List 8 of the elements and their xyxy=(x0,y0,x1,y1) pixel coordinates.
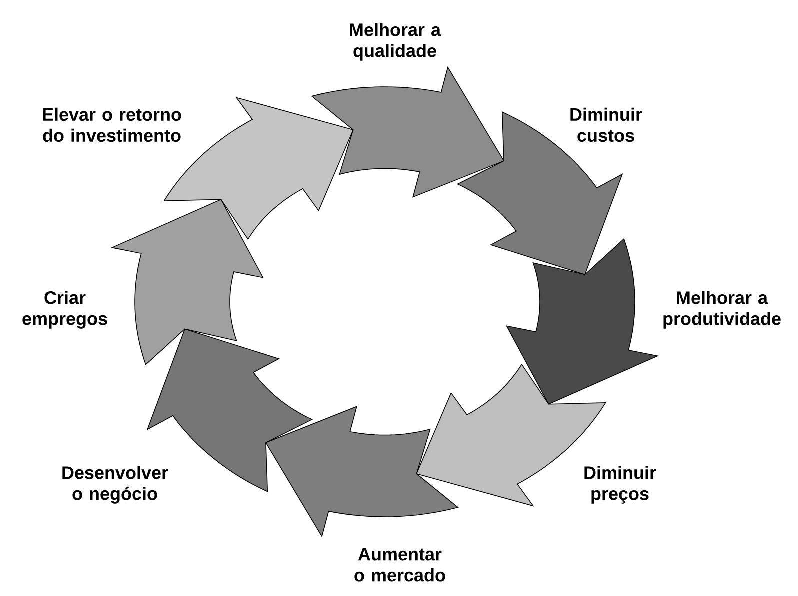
cycle-label: Criar empregos xyxy=(22,291,108,329)
cycle-label: Aumentar o mercado xyxy=(354,548,446,582)
cycle-label: Diminuir preços xyxy=(584,466,656,504)
cycle-label: Melhorar a qualidade xyxy=(350,23,442,61)
cycle-label: Melhorar a produtividade xyxy=(664,291,781,329)
cycle-label: Elevar o retorno do investimento xyxy=(43,108,182,142)
cycle-label: Diminuir custos xyxy=(570,108,642,142)
cycle-label: Desenvolver o negócio xyxy=(62,466,168,504)
